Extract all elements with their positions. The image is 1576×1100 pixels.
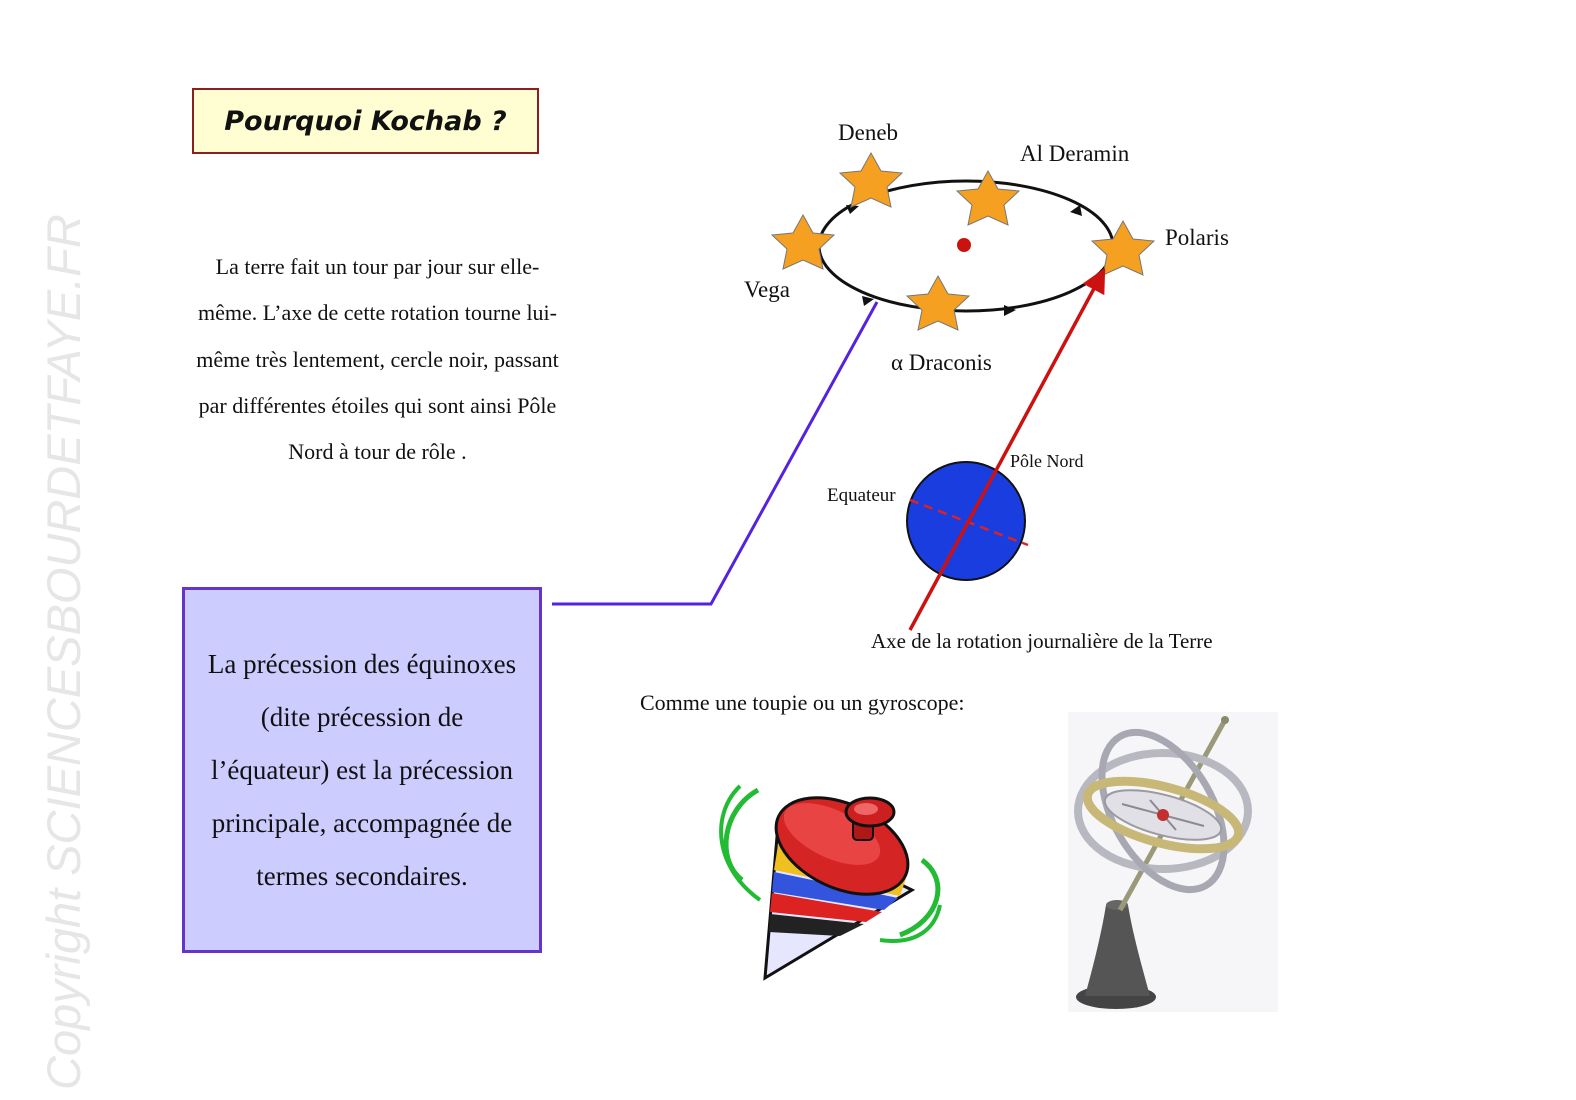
label-vega: Vega xyxy=(744,277,790,302)
circle-arrow xyxy=(846,205,859,214)
label-axis-caption: Axe de la rotation journalière de la Ter… xyxy=(871,629,1213,653)
title-box: Pourquoi Kochab ? xyxy=(192,88,539,154)
spinning-top-icon xyxy=(719,784,942,981)
circle-arrow xyxy=(1070,205,1082,216)
page-title: Pourquoi Kochab ? xyxy=(224,105,507,137)
label-polaris: Polaris xyxy=(1165,225,1229,250)
circle-arrow xyxy=(1004,305,1016,316)
gyroscope-caption: Comme une toupie ou un gyroscope: xyxy=(640,690,965,715)
intro-paragraph: La terre fait un tour par jour sur elle-… xyxy=(196,254,559,465)
precession-note-box: La précession des équinoxes (dite préces… xyxy=(182,587,542,953)
star-alpha-draconis-icon xyxy=(905,274,971,331)
label-equator: Equateur xyxy=(827,485,896,506)
label-north-pole: Pôle Nord xyxy=(1010,451,1084,471)
rotation-axis-arrow xyxy=(908,267,1106,631)
star-vega-icon xyxy=(770,213,836,270)
connector-line xyxy=(552,301,879,606)
star-polaris-icon xyxy=(1090,219,1156,276)
star-deneb-icon xyxy=(838,151,904,208)
circle-center-dot xyxy=(957,238,971,252)
precession-note-text: La précession des équinoxes (dite préces… xyxy=(207,648,517,891)
label-deneb: Deneb xyxy=(838,120,898,145)
earth-globe xyxy=(906,461,1026,581)
label-al-deramin: Al Deramin xyxy=(1020,141,1130,166)
gyroscope-icon xyxy=(1068,712,1278,1012)
star-al-deramin-icon xyxy=(955,169,1021,226)
circle-arrow xyxy=(862,296,874,306)
label-alpha-draconis: α Draconis xyxy=(891,350,992,375)
